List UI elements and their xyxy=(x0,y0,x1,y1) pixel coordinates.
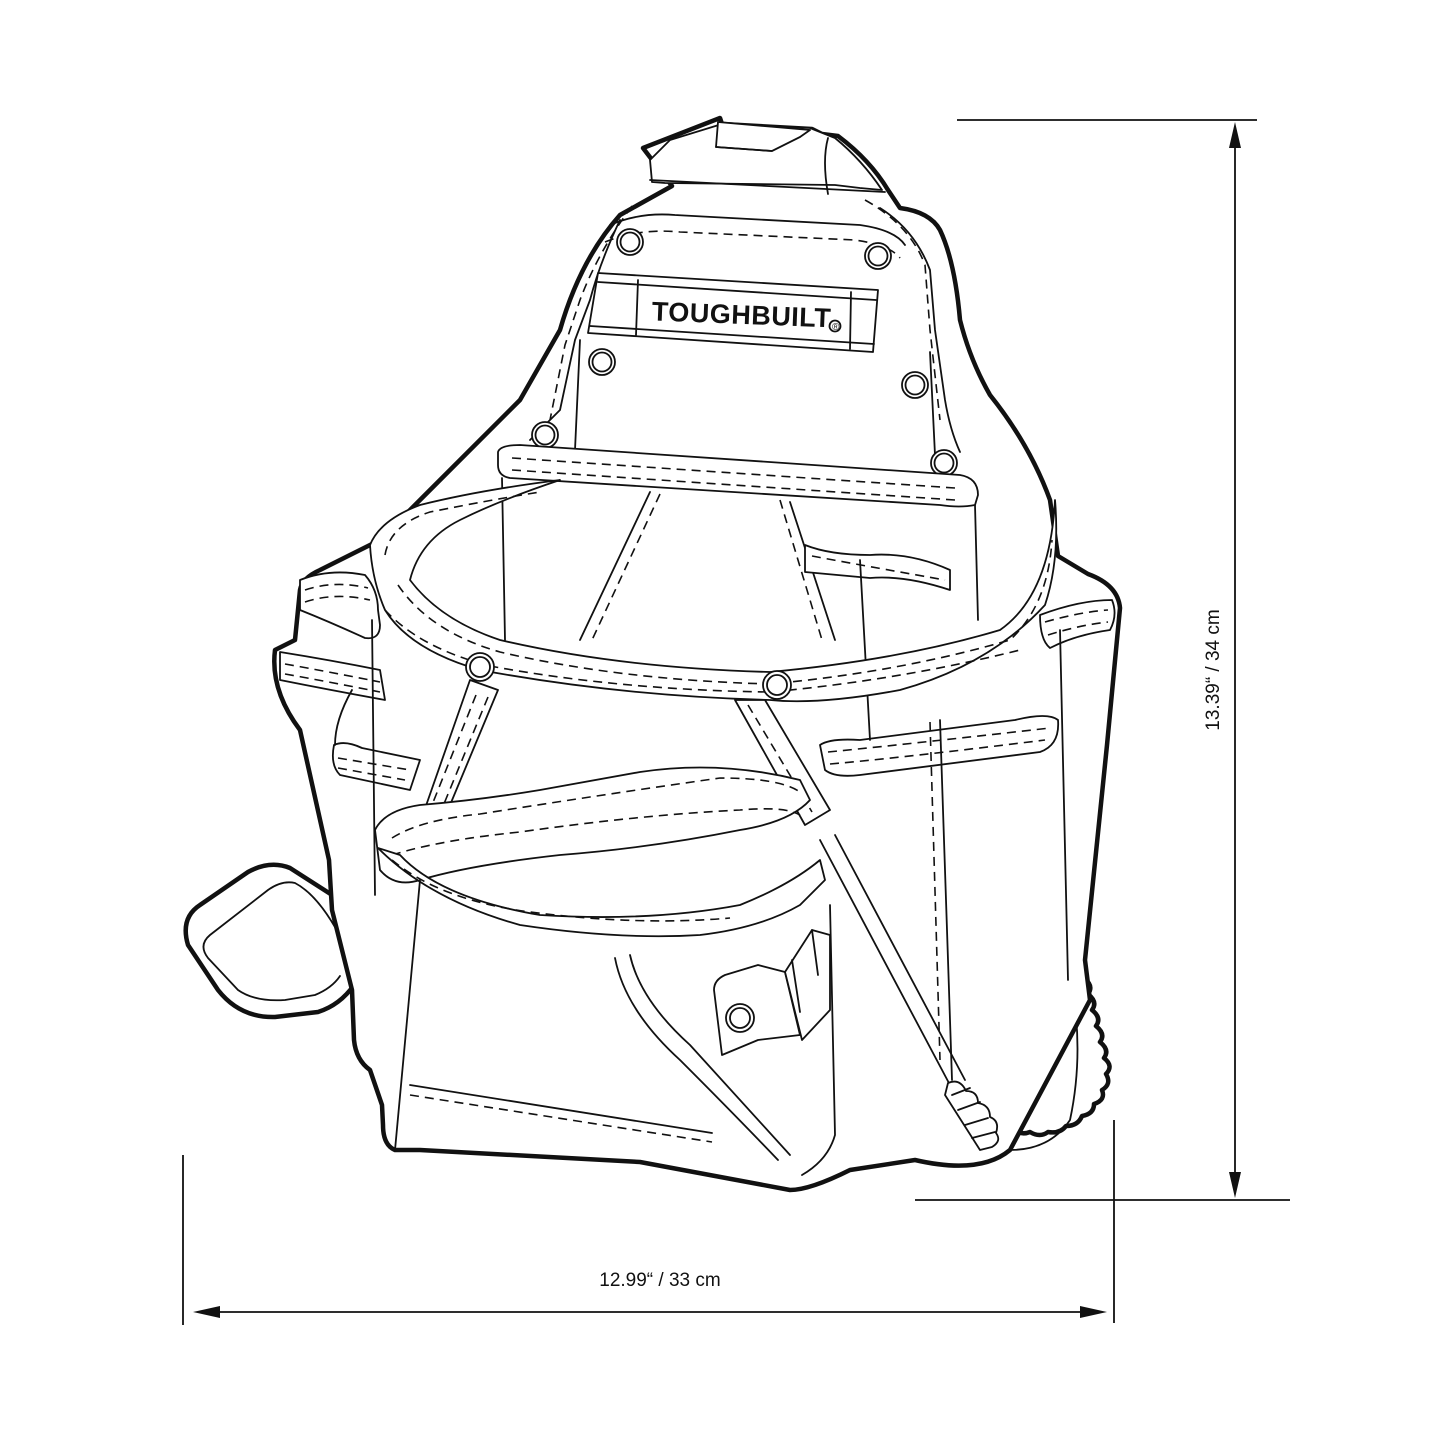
back-panel: TOUGHBUILT ® xyxy=(529,199,961,456)
rivet-icon xyxy=(725,1003,755,1033)
rivet-icon xyxy=(762,670,792,700)
hammer-loop-tab xyxy=(713,964,801,1056)
width-label: 12.99“ / 33 cm xyxy=(599,1270,720,1291)
rivets xyxy=(531,228,958,477)
arrow-down-icon xyxy=(1229,1172,1241,1198)
rivet-icon xyxy=(864,242,892,270)
rivet-icon xyxy=(616,228,644,256)
arrow-up-icon xyxy=(1229,122,1241,148)
center-pocket xyxy=(497,444,979,641)
front-belt-strap xyxy=(369,479,1058,703)
width-dimension: 12.99“ / 33 cm xyxy=(182,1120,1115,1325)
logo-plate xyxy=(587,272,879,353)
side-loop-handle xyxy=(183,862,357,1020)
belt-clip xyxy=(649,121,886,195)
screwdriver-cord xyxy=(819,834,1000,1151)
left-side-pockets xyxy=(279,571,421,896)
rivet-icon xyxy=(531,421,559,449)
registered-mark: ® xyxy=(832,322,840,333)
arrow-left-icon xyxy=(193,1306,220,1318)
lower-straps xyxy=(374,679,831,938)
right-side-pockets xyxy=(804,544,1116,1081)
rivet-icon xyxy=(930,449,958,477)
arrow-right-icon xyxy=(1080,1306,1107,1318)
height-dimension: 13.39“ / 34 cm xyxy=(915,119,1290,1201)
registered-mark-icon xyxy=(828,319,842,333)
brand-logo: TOUGHBUILT xyxy=(651,296,832,333)
rivet-icon xyxy=(901,371,929,399)
height-label: 13.39“ / 34 cm xyxy=(1203,609,1224,730)
rivet-icon xyxy=(588,348,616,376)
lower-front-pocket xyxy=(394,879,836,1176)
rivet-icon xyxy=(465,652,495,682)
